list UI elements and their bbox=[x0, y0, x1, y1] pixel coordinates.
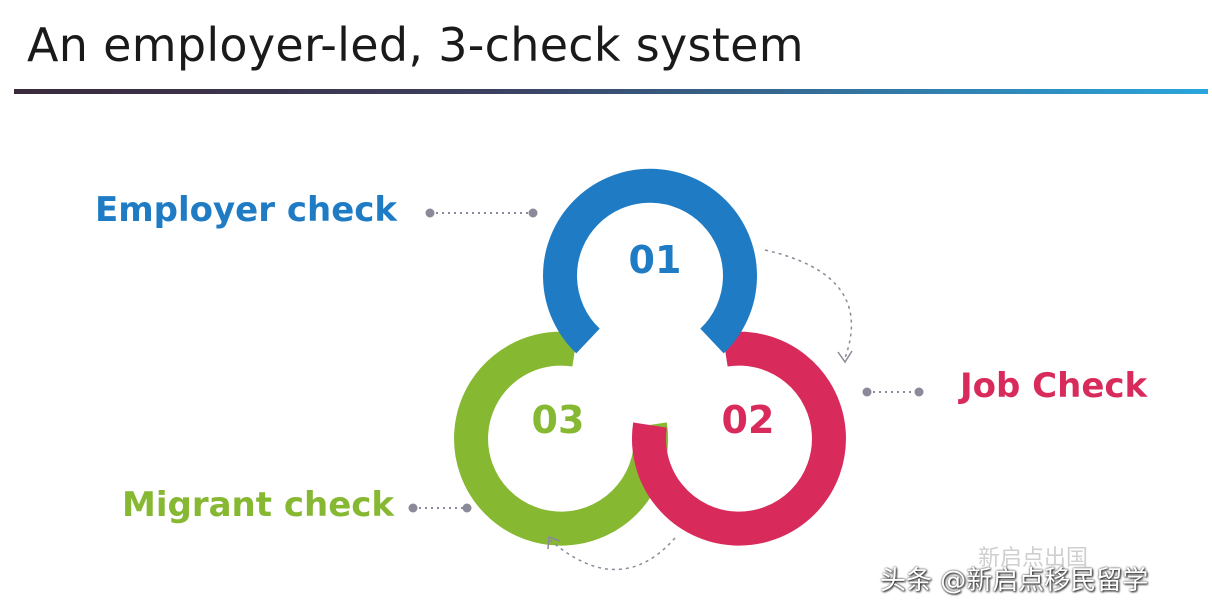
flow-arrow-01-to-02 bbox=[764, 249, 853, 359]
employer-check-number: 01 bbox=[628, 238, 682, 282]
migrant-check-number: 03 bbox=[531, 398, 585, 442]
job-connector bbox=[862, 387, 924, 397]
job-check-label: Job Check bbox=[960, 366, 1148, 406]
migrant-connector bbox=[408, 503, 472, 513]
job-check-ring bbox=[631, 331, 846, 546]
employer-connector bbox=[425, 208, 538, 218]
employer-check-label: Employer check bbox=[95, 190, 398, 230]
source-watermark: 头条 @新启点移民留学 bbox=[880, 566, 1149, 596]
migrant-check-ring bbox=[454, 331, 669, 546]
title-divider bbox=[14, 89, 1208, 94]
migrant-check-label: Migrant check bbox=[122, 485, 395, 525]
faded-watermark: 新启点出国 bbox=[978, 546, 1089, 571]
job-check-number: 02 bbox=[721, 398, 775, 442]
slide-title: An employer-led, 3-check system bbox=[27, 18, 804, 72]
employer-check-ring bbox=[543, 168, 757, 354]
